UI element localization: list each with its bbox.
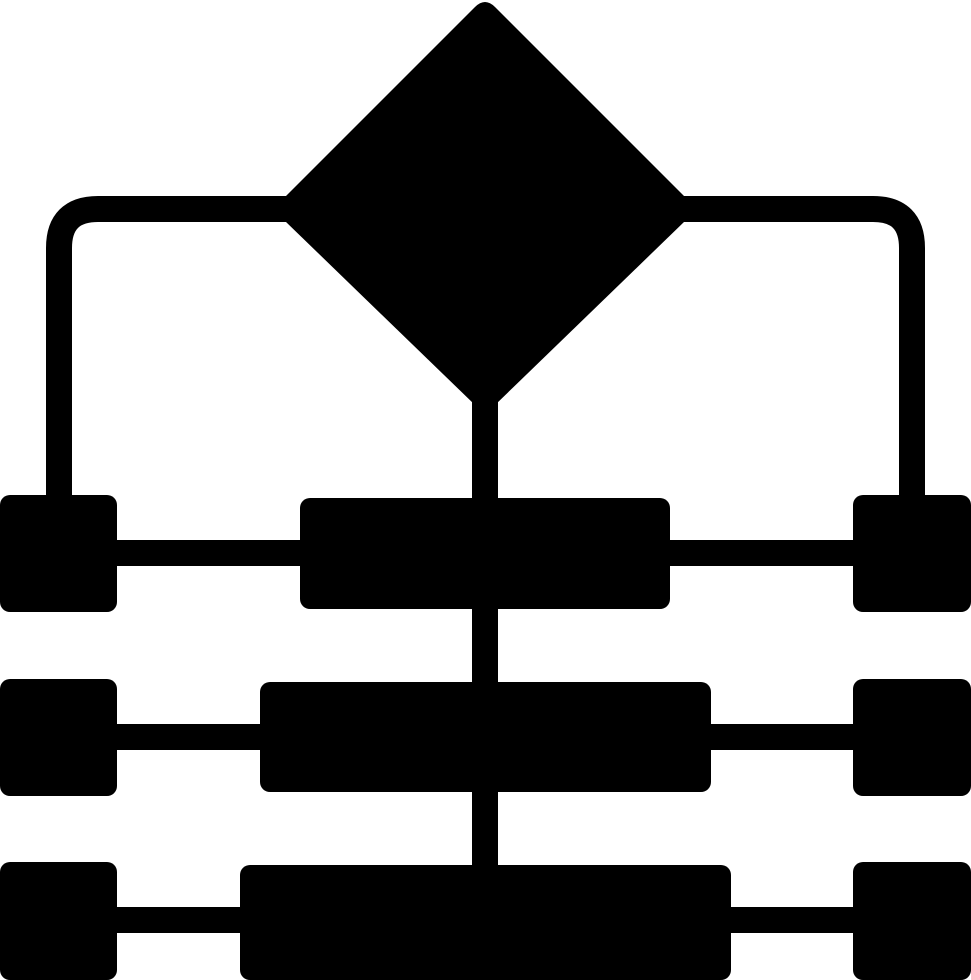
right-branch-line bbox=[671, 196, 925, 500]
left-branch-line bbox=[46, 196, 300, 500]
row-3-right-node bbox=[853, 862, 971, 980]
row-3-process-box bbox=[240, 865, 731, 980]
row-1-left-node bbox=[0, 495, 117, 612]
row-1-process-box bbox=[300, 498, 670, 609]
row-2-process-box bbox=[260, 682, 711, 792]
row-2-right-node bbox=[853, 679, 971, 796]
row-2-left-node bbox=[0, 679, 117, 796]
row-1-right-node bbox=[853, 495, 971, 612]
decision-diamond bbox=[279, 2, 691, 410]
row-3-left-node bbox=[0, 862, 117, 980]
